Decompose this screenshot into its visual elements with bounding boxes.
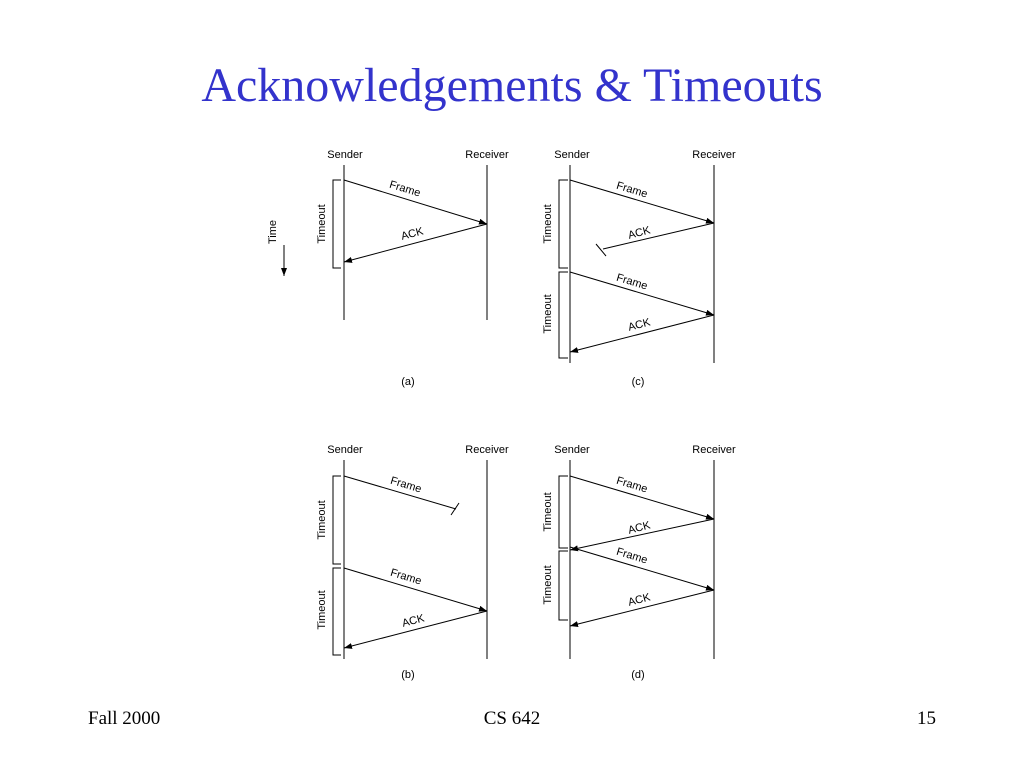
frame-arrow xyxy=(343,567,488,612)
time-axis: Time xyxy=(267,220,287,276)
panel-a: Sender Receiver Timeout Frame ACK (a) xyxy=(316,149,509,388)
panel-d: Sender Receiver Timeout Timeout Frame AC… xyxy=(542,444,736,681)
slide-title: Acknowledgements & Timeouts xyxy=(201,59,823,112)
receiver-label: Receiver xyxy=(692,444,736,456)
loss-mark xyxy=(450,502,460,516)
frame-arrow xyxy=(569,179,715,224)
ack-arrow xyxy=(569,589,715,627)
ack-arrow xyxy=(569,518,715,552)
timeout-label: Timeout xyxy=(542,204,554,243)
panel-c: Sender Receiver Timeout Timeout Frame AC… xyxy=(542,149,736,388)
ack-arrow xyxy=(569,314,715,353)
timeout-bracket xyxy=(332,179,341,269)
frame-arrow xyxy=(569,546,715,591)
frame-label: Frame xyxy=(388,179,422,200)
footer-course: CS 642 xyxy=(483,708,541,729)
timeout-label: Timeout xyxy=(542,294,554,333)
timeout-bracket xyxy=(332,567,341,656)
frame-arrow xyxy=(569,475,715,520)
sender-label: Sender xyxy=(554,149,590,161)
slide-number: 15 xyxy=(917,708,936,729)
receiver-label: Receiver xyxy=(465,444,509,456)
ack-label: ACK xyxy=(627,316,653,334)
panel-caption: (b) xyxy=(401,669,414,681)
timeout-label: Timeout xyxy=(542,492,554,531)
ack-arrow xyxy=(343,610,488,649)
ack-label: ACK xyxy=(627,591,653,609)
panel-caption: (c) xyxy=(632,376,645,388)
sender-label: Sender xyxy=(327,444,363,456)
timeout-bracket xyxy=(558,179,568,269)
sender-label: Sender xyxy=(554,444,590,456)
timeout-label: Timeout xyxy=(542,565,554,604)
timeout-bracket xyxy=(558,271,568,359)
ack-label: ACK xyxy=(627,519,653,537)
frame-label: Frame xyxy=(389,567,423,588)
panel-caption: (a) xyxy=(401,376,414,388)
frame-label: Frame xyxy=(615,475,649,496)
ack-label: ACK xyxy=(400,225,426,243)
ack-label: ACK xyxy=(627,224,653,242)
receiver-label: Receiver xyxy=(692,149,736,161)
frame-arrow xyxy=(569,271,715,316)
timeout-bracket xyxy=(558,475,568,549)
timeout-bracket xyxy=(558,550,568,621)
frame-label: Frame xyxy=(389,475,423,496)
panel-b: Sender Receiver Timeout Timeout Frame Fr… xyxy=(316,444,509,681)
timeout-label: Timeout xyxy=(316,204,328,243)
timeout-label: Timeout xyxy=(316,500,328,539)
time-label: Time xyxy=(267,220,279,244)
footer-date: Fall 2000 xyxy=(88,708,161,729)
sender-label: Sender xyxy=(327,149,363,161)
panel-caption: (d) xyxy=(631,669,644,681)
timeout-label: Timeout xyxy=(316,590,328,629)
frame-arrow xyxy=(343,179,488,225)
ack-label: ACK xyxy=(401,612,427,630)
ack-arrow xyxy=(343,223,488,263)
frame-arrow-lost xyxy=(343,475,457,510)
frame-label: Frame xyxy=(615,180,649,201)
receiver-label: Receiver xyxy=(465,149,509,161)
frame-label: Frame xyxy=(615,272,649,293)
frame-label: Frame xyxy=(615,546,649,567)
loss-mark xyxy=(595,243,607,257)
timeout-bracket xyxy=(332,475,341,565)
ack-arrow-lost xyxy=(602,222,715,250)
